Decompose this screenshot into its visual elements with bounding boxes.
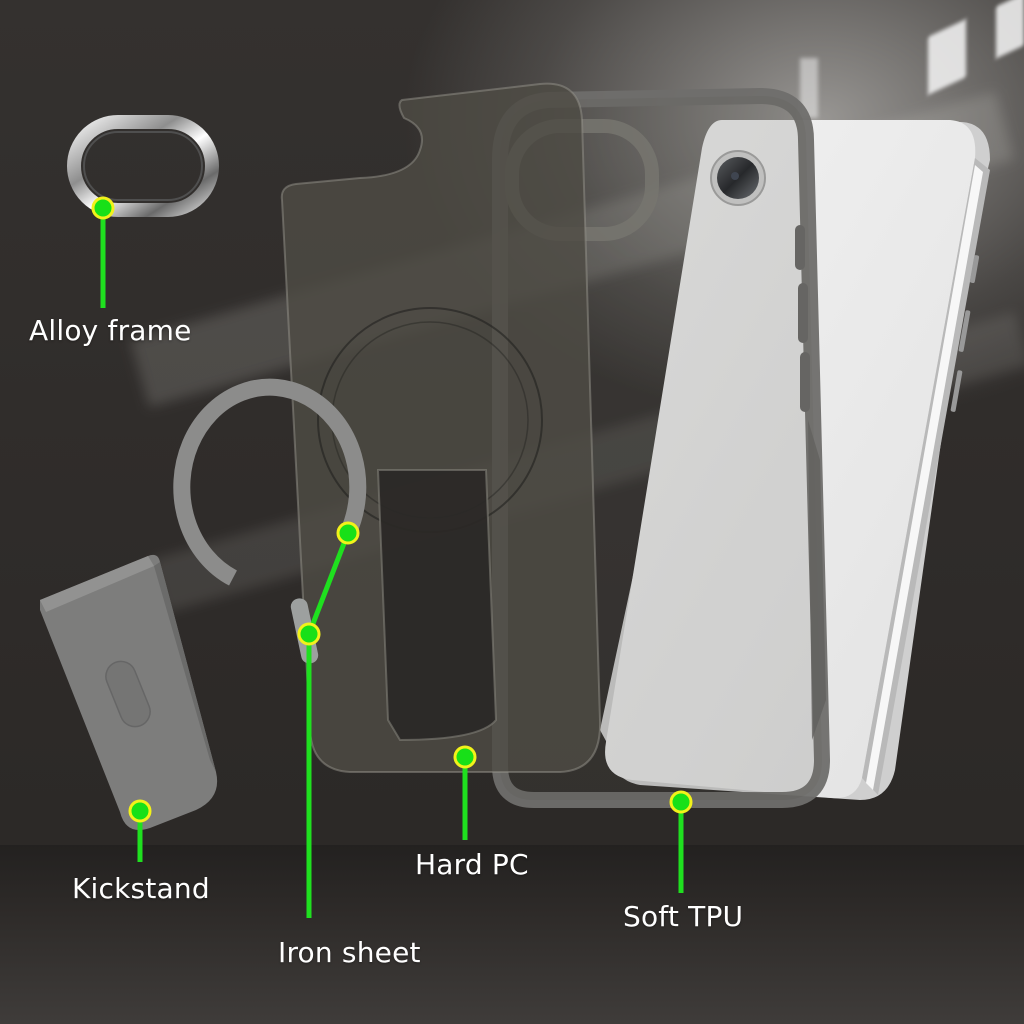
label-soft-tpu: Soft TPU (623, 900, 744, 933)
callout-dot-kickstand (128, 799, 152, 823)
callout-dot-soft-tpu (669, 790, 693, 814)
label-iron-sheet: Iron sheet (278, 936, 421, 969)
callout-dot-iron-sheet (297, 622, 321, 646)
callout-dot-iron-ring (336, 521, 360, 545)
kickstand-part (40, 554, 218, 830)
callout-dot-alloy-frame (91, 196, 115, 220)
phone-body (600, 120, 990, 800)
label-alloy-frame: Alloy frame (29, 314, 192, 347)
window-light-3 (800, 58, 818, 118)
label-hard-pc: Hard PC (415, 848, 529, 881)
alloy-frame-part (67, 115, 219, 217)
label-kickstand: Kickstand (72, 872, 210, 905)
callout-dot-hard-pc (453, 745, 477, 769)
callout-line-iron-ring (306, 532, 351, 635)
callouts (91, 196, 693, 918)
floor-shadow (0, 845, 1024, 1024)
iron-sheet-ring (173, 378, 367, 586)
hard-pc-shell (280, 82, 602, 773)
